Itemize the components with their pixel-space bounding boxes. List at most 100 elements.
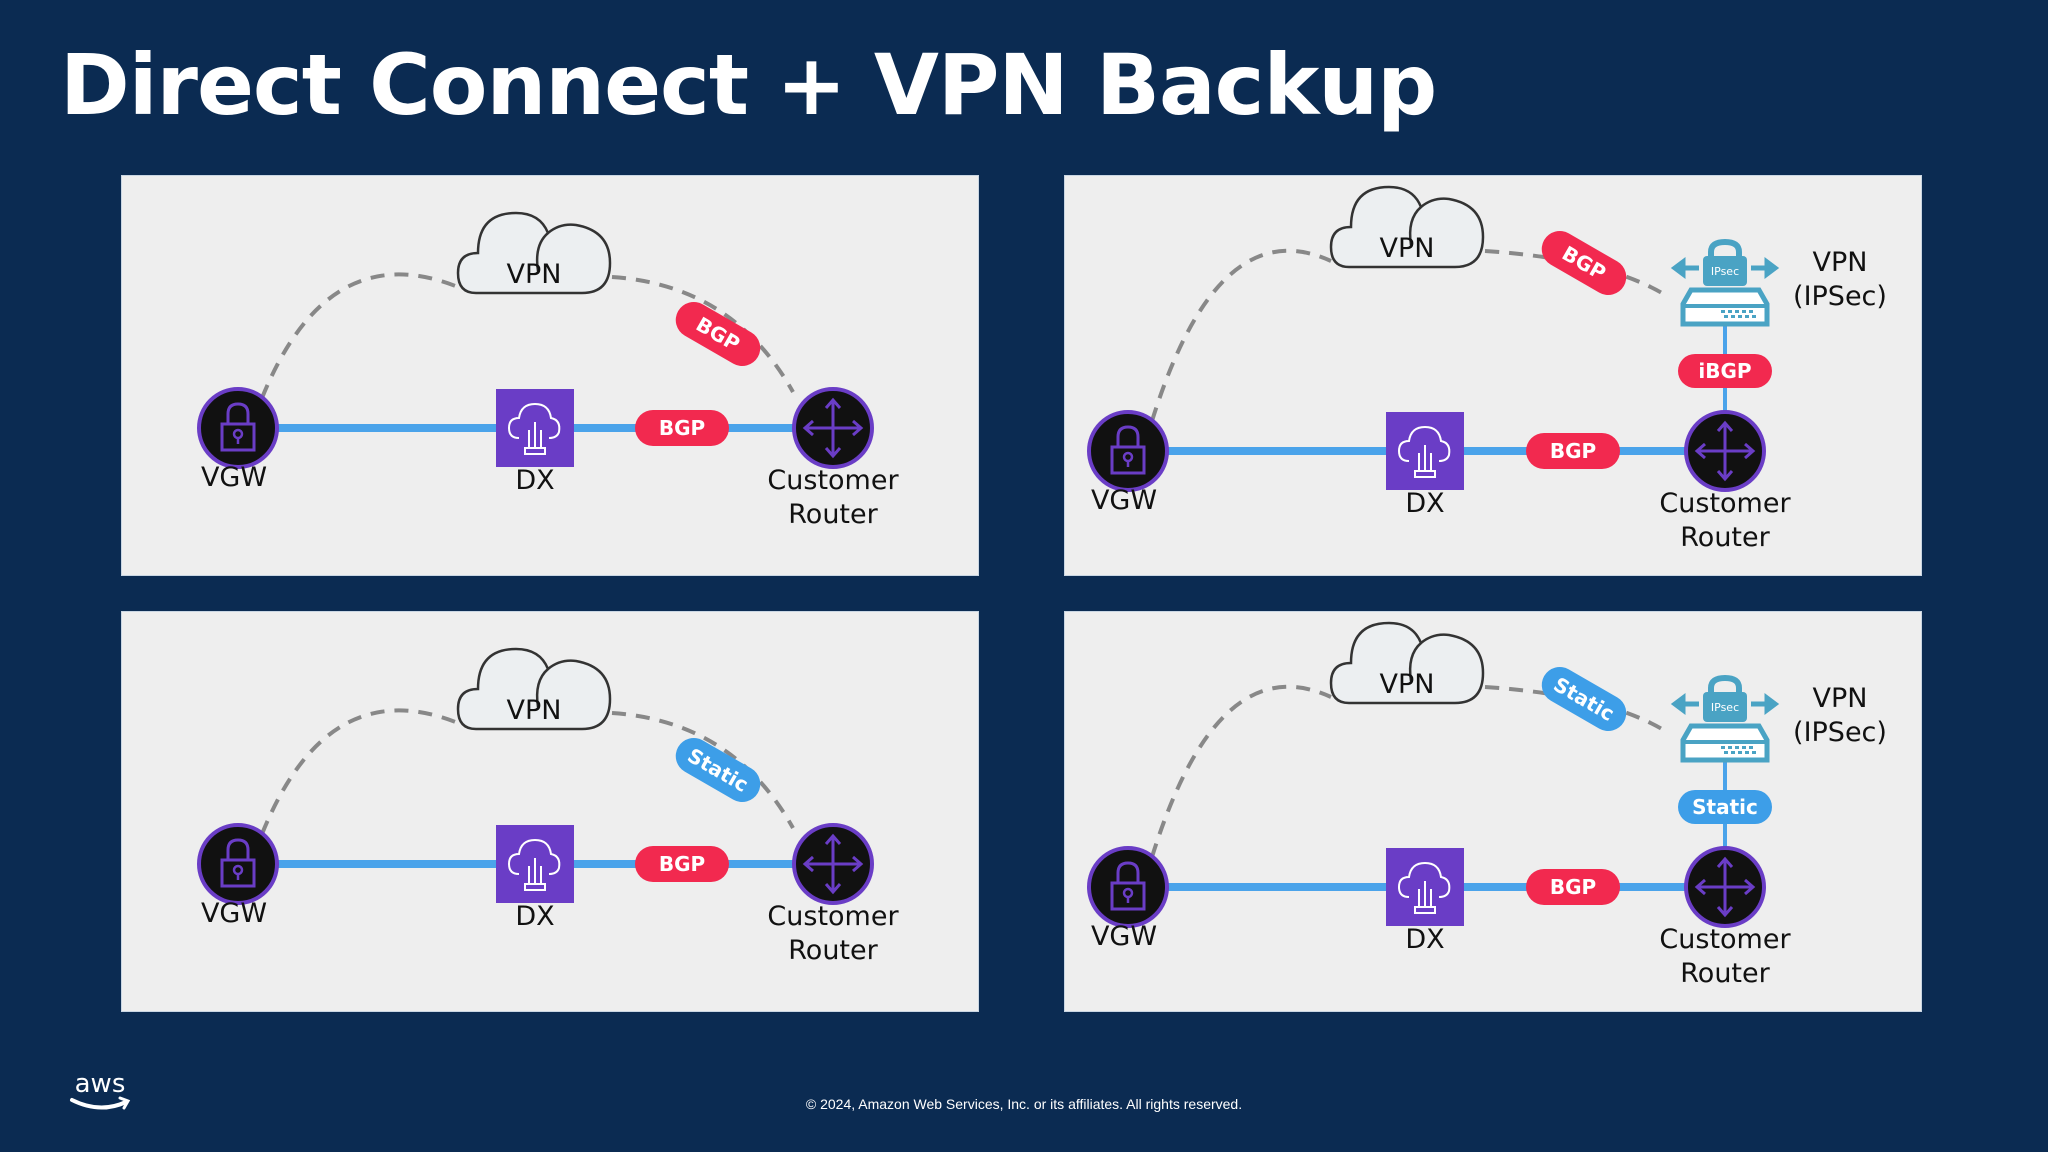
- ipsec-port: [1721, 310, 1725, 313]
- lock-shackle: [226, 838, 250, 860]
- router-label-line2: Router: [1680, 522, 1770, 553]
- ipsec-lock-shackle: [1708, 238, 1742, 258]
- ipsec-port: [1742, 310, 1746, 313]
- customer-router-icon: [1684, 410, 1766, 492]
- ipsec-lock-text: IPsec: [1711, 701, 1739, 714]
- vpn-cloud-icon: VPN: [1329, 621, 1485, 705]
- dx-protocol-pill: BGP: [1526, 433, 1620, 469]
- ipsec-port: [1742, 746, 1746, 749]
- lock-body: [220, 422, 256, 452]
- dx-protocol-pill: BGP: [1526, 869, 1620, 905]
- vgw-lock-icon: [1087, 410, 1169, 492]
- ipsec-port: [1745, 751, 1749, 754]
- ipsec-port: [1749, 310, 1753, 313]
- ipsec-gateway-icon: IPsec: [1670, 674, 1780, 763]
- dx-protocol-pill-shape: [635, 410, 729, 446]
- lock-body: [220, 858, 256, 888]
- ipsec-port: [1728, 310, 1732, 313]
- dx-protocol-pill-shape: [635, 846, 729, 882]
- ipsec-lock-body: [1703, 256, 1747, 286]
- vpn-protocol-pill: Static: [1541, 667, 1627, 731]
- vpn-protocol-pill: BGP: [675, 302, 761, 366]
- ipsec-label-line2: (IPSec): [1793, 717, 1887, 748]
- vpn-cloud-label: VPN: [1380, 669, 1435, 700]
- vpn-dashed-link-left: [1150, 684, 1332, 858]
- dx-protocol-pill: BGP: [635, 410, 729, 446]
- dx-circuit: [1414, 881, 1436, 914]
- panel-bottom-right: [1064, 611, 1922, 1012]
- dx-protocol-pill-label: BGP: [1550, 439, 1596, 463]
- router-label-line2: Router: [788, 935, 878, 966]
- cloud-outline: [456, 211, 612, 295]
- vpn-cloud-label: VPN: [507, 259, 562, 290]
- customer-router-icon: [792, 823, 874, 905]
- vgw-lock-icon: [197, 387, 279, 469]
- vpn-dashed-link-left: [260, 272, 459, 399]
- ipsec-lock-shackle: [1708, 674, 1742, 694]
- lock-shackle: [1116, 425, 1140, 447]
- ipsec-port: [1724, 315, 1728, 318]
- ipsec-arrows: [1670, 693, 1780, 715]
- customer-router-icon: [1684, 846, 1766, 928]
- vpn-cloud-icon: VPN: [456, 647, 612, 731]
- vpn-cloud-icon: VPN: [456, 211, 612, 295]
- vpn-protocol-pill-shape: [1541, 231, 1627, 295]
- vpn-cloud-label: VPN: [1380, 233, 1435, 264]
- router-label-line1: Customer: [1659, 488, 1791, 519]
- vgw-circle: [197, 823, 279, 905]
- vpn-dashed-link-right: [611, 711, 795, 829]
- ipsec-port: [1735, 310, 1739, 313]
- router-label-line2: Router: [1680, 958, 1770, 989]
- cloud-inner-curve: [1408, 642, 1422, 682]
- router-label-line1: Customer: [1659, 924, 1791, 955]
- ipsec-link-protocol-pill: Static: [1678, 790, 1772, 824]
- vgw-label: VGW: [1091, 921, 1157, 952]
- ipsec-port: [1752, 751, 1756, 754]
- dx-protocol-pill-label: BGP: [1550, 875, 1596, 899]
- ipsec-link-protocol-pill-label: Static: [1692, 795, 1758, 819]
- vgw-label: VGW: [1091, 485, 1157, 516]
- vpn-dashed-link-left: [1150, 248, 1332, 422]
- vpn-protocol-pill-shape: [1541, 667, 1627, 731]
- vgw-circle: [197, 387, 279, 469]
- ipsec-link-protocol-pill-shape: [1678, 790, 1772, 824]
- ipsec-lock-text: IPsec: [1711, 265, 1739, 278]
- direct-connect-icon: [496, 389, 574, 467]
- router-label-line1: Customer: [767, 901, 899, 932]
- dx-circuit: [524, 858, 546, 891]
- lock-body: [1110, 445, 1146, 475]
- dx-cloud: [1397, 425, 1451, 462]
- dx-label: DX: [1405, 924, 1444, 955]
- ipsec-lock-body: [1703, 692, 1747, 722]
- ipsec-port: [1721, 746, 1725, 749]
- router-label-line2: Router: [788, 499, 878, 530]
- vgw-label: VGW: [201, 898, 267, 929]
- dx-protocol-pill-shape: [1526, 869, 1620, 905]
- ipsec-gateway-icon: IPsec: [1670, 238, 1780, 327]
- ipsec-port: [1752, 315, 1756, 318]
- cloud-outline: [1329, 185, 1485, 269]
- cloud-inner-curve: [535, 232, 549, 272]
- cloud-outline: [1329, 621, 1485, 705]
- lock-shackle: [1116, 861, 1140, 883]
- direct-connect-icon: [1386, 848, 1464, 926]
- ipsec-label-line2: (IPSec): [1793, 281, 1887, 312]
- vgw-lock-icon: [1087, 846, 1169, 928]
- dx-label: DX: [1405, 488, 1444, 519]
- vpn-dashed-link-right: [611, 275, 795, 393]
- dx-protocol-pill-label: BGP: [659, 416, 705, 440]
- vpn-cloud-label: VPN: [507, 695, 562, 726]
- ipsec-arrows: [1670, 257, 1780, 279]
- ipsec-port: [1728, 746, 1732, 749]
- dx-cloud: [507, 402, 561, 439]
- dx-protocol-pill-label: BGP: [659, 852, 705, 876]
- ipsec-port: [1731, 315, 1735, 318]
- copyright-footer: © 2024, Amazon Web Services, Inc. or its…: [805, 1096, 1243, 1112]
- ipsec-link-protocol-pill: iBGP: [1678, 354, 1772, 388]
- dx-label: DX: [515, 901, 554, 932]
- direct-connect-icon: [496, 825, 574, 903]
